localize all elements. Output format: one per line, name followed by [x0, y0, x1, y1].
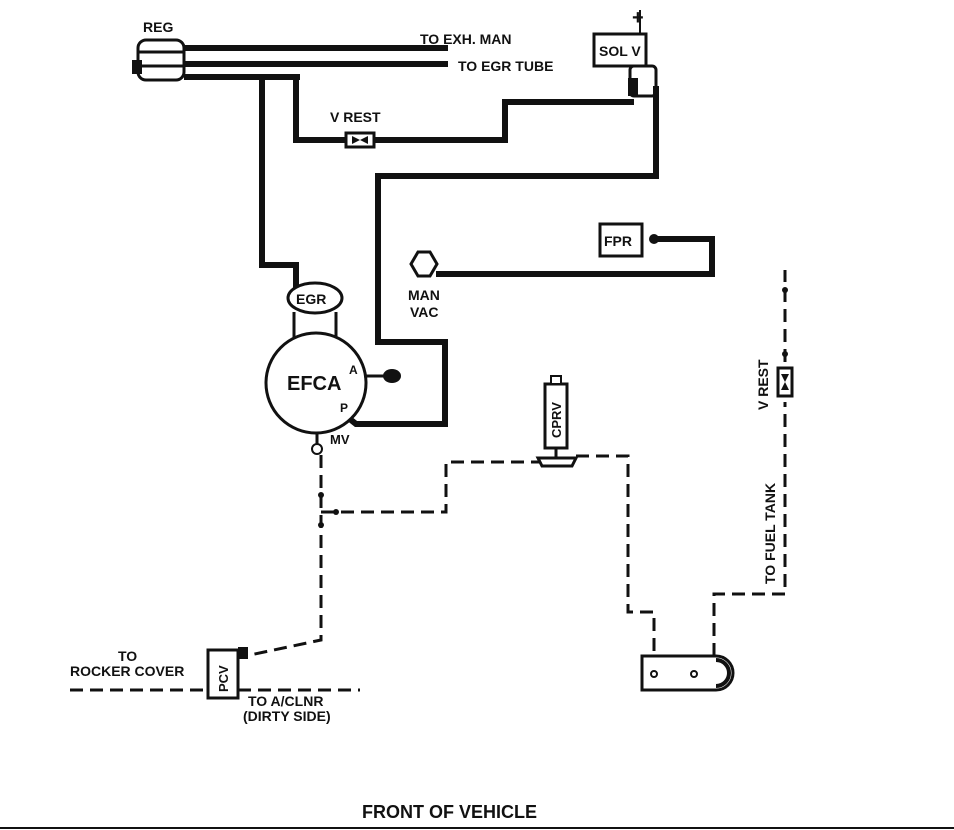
efca-port-p-label: P [340, 401, 348, 415]
reg-label: REG [143, 19, 173, 35]
solenoid-valve: SOL V + [592, 7, 658, 98]
fuel-pressure-regulator: FPR [598, 222, 659, 258]
fpr-label: FPR [604, 233, 632, 249]
hose-reg-to-egr [259, 77, 299, 290]
sol-v-label: SOL V [599, 43, 641, 59]
pcv-label: PCV [216, 665, 231, 692]
canister-purge-regulator-valve [535, 375, 579, 468]
pcv-valve [206, 647, 248, 700]
fuel-tank-bracket [640, 654, 735, 692]
man-label: MAN [408, 287, 440, 303]
v-rest-side-label: V REST [755, 359, 771, 410]
efca-port-a-label: A [349, 363, 358, 377]
hose-fpr-to-man-vac [436, 236, 715, 277]
to-egr-tube-label: TO EGR TUBE [458, 58, 553, 74]
hose-reg-to-sol-v [293, 77, 634, 143]
to-fuel-tank-label: TO FUEL TANK [762, 483, 778, 584]
v-rest-top-label: V REST [330, 109, 381, 125]
vac-label: VAC [410, 304, 439, 320]
dirty-side-label: (DIRTY SIDE) [243, 708, 331, 724]
manifold-vacuum-fitting [409, 250, 439, 278]
efca-canister: EFCA A P [264, 331, 401, 435]
front-of-vehicle-label: FRONT OF VEHICLE [362, 802, 537, 822]
regulator: REG [132, 19, 186, 82]
dashed-line-to-cprv [321, 460, 540, 514]
rocker-cover-label: ROCKER COVER [70, 663, 184, 679]
mv-label: MV [330, 432, 350, 447]
v-rest-restrictor-top [344, 131, 376, 149]
to-label: TO [118, 648, 137, 664]
dashed-line-mv-to-pcv [249, 455, 323, 657]
plus-terminal-label: + [632, 7, 644, 29]
to-aclnr-label: TO A/CLNR [248, 693, 323, 709]
hose-sol-v-to-efca [344, 86, 659, 427]
v-rest-restrictor-side [776, 366, 794, 398]
dashed-line-bracket-to-fuel-tank [712, 402, 787, 656]
cprv-label: CPRV [549, 402, 564, 438]
egr-valve: EGR [286, 281, 344, 340]
egr-label: EGR [296, 291, 326, 307]
dashed-line-cprv-to-bracket [576, 454, 656, 656]
efca-label: EFCA [287, 373, 341, 395]
to-exh-man-label: TO EXH. MAN [420, 31, 512, 47]
mv-port [311, 443, 323, 455]
